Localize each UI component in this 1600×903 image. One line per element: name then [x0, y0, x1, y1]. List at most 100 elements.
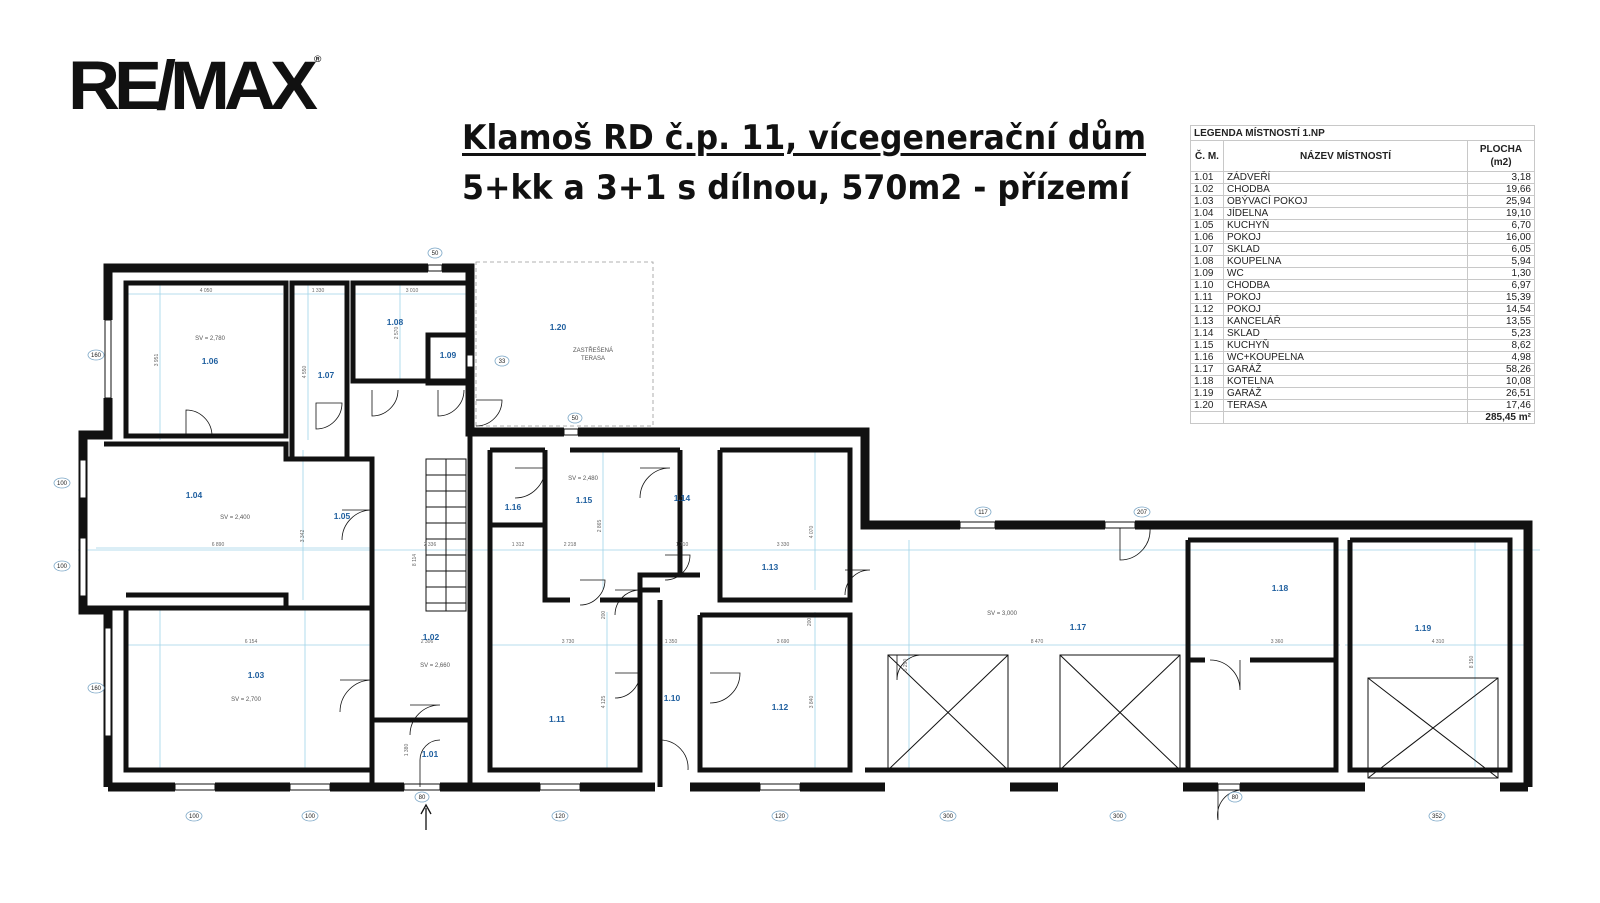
room-103-label: 1.03 — [248, 670, 265, 680]
window-bubble — [551, 810, 569, 822]
room-labels: SV = 2,780 1.06 1.07 1.08 1.09 1.20 ZAST… — [186, 317, 1432, 759]
window-label: 207 — [1137, 510, 1148, 516]
dimension-text: 6 154 — [245, 639, 258, 645]
dimension-text: 200 — [601, 611, 607, 620]
dimension-text: 4 050 — [200, 288, 213, 294]
room-117-height: SV = 3,000 — [987, 611, 1018, 617]
terrace-outline — [475, 261, 654, 427]
dimension-text: 2 336 — [424, 542, 437, 548]
dimension-text: 3 690 — [777, 639, 790, 645]
window-bubble — [1227, 791, 1243, 803]
room-116-label: 1.16 — [505, 502, 522, 512]
room-114-label: 1.14 — [674, 493, 691, 503]
window-label: 33 — [499, 359, 506, 365]
window-bubble — [494, 355, 510, 367]
window-label: 80 — [419, 795, 426, 801]
window-bubble — [53, 560, 71, 572]
room-legend-table: LEGENDA MÍSTNOSTÍ 1.NP Č. M. NÁZEV MÍSTN… — [1190, 125, 1535, 424]
window-bubble — [87, 682, 105, 694]
room-115-label: 1.15 — [576, 495, 593, 505]
room-109-label: 1.09 — [440, 350, 457, 360]
room-101-label: 1.01 — [422, 749, 439, 759]
window-bubble — [185, 810, 203, 822]
dimension-text: 3 840 — [809, 696, 815, 709]
room-119-label: 1.19 — [1415, 623, 1432, 633]
doors — [185, 389, 1244, 821]
logo-text: RE/MAX — [68, 48, 318, 124]
room-118-label: 1.18 — [1272, 583, 1289, 593]
room-102-height: SV = 2,660 — [420, 663, 451, 669]
room-113-label: 1.13 — [762, 562, 779, 572]
room-108-label: 1.08 — [387, 317, 404, 327]
window-bubble — [414, 791, 430, 803]
dimension-text: 3 342 — [300, 530, 306, 543]
dimension-text: 2 218 — [564, 542, 577, 548]
window-label: 50 — [572, 416, 579, 422]
dimension-text: 2 570 — [394, 327, 400, 340]
garage-doors — [887, 654, 1499, 779]
dimension-text: 1 350 — [665, 639, 678, 645]
room-104-label: 1.04 — [186, 490, 203, 500]
dimension-text: 2 306 — [421, 639, 434, 645]
dimension-texts: 4 050 1 330 3 010 3 951 4 550 2 570 6 89… — [154, 288, 1475, 756]
window-bubble — [939, 810, 957, 822]
dimension-text: 3 730 — [562, 639, 575, 645]
window-label: 50 — [432, 251, 439, 257]
exterior-walls — [78, 263, 1533, 792]
room-120-note-2: TERASA — [581, 356, 605, 362]
room-106-height: SV = 2,780 — [195, 336, 226, 342]
window-label: 160 — [91, 353, 102, 359]
dimension-text: 3 360 — [1271, 639, 1284, 645]
room-105-label: 1.05 — [334, 511, 351, 521]
window-label: 100 — [57, 564, 68, 570]
room-115-height: SV = 2,480 — [568, 476, 599, 482]
room-117-label: 1.17 — [1070, 622, 1087, 632]
window-label: 120 — [775, 814, 786, 820]
window-bubble — [87, 349, 105, 361]
window-label: 117 — [978, 510, 988, 516]
room-111-label: 1.11 — [549, 714, 565, 724]
window-label: 100 — [305, 814, 316, 820]
window-label: 120 — [555, 814, 566, 820]
room-104-height: SV = 2,400 — [220, 515, 251, 521]
window-label: 300 — [1113, 814, 1124, 820]
dimension-text: 6 890 — [212, 542, 225, 548]
dimension-text: 1 710 — [676, 542, 689, 548]
room-107-label: 1.07 — [318, 370, 335, 380]
window-label: 160 — [91, 686, 102, 692]
dimension-text: 8 114 — [412, 554, 418, 566]
dimension-text: 1 380 — [404, 744, 410, 757]
window-bubble — [301, 810, 319, 822]
dimension-text: 8 470 — [1031, 639, 1044, 645]
dimension-text: 4 550 — [302, 366, 308, 379]
dimension-text: 3 330 — [777, 542, 790, 548]
window-label: 100 — [189, 814, 200, 820]
window-bubble — [53, 477, 71, 489]
dimension-text: 1 330 — [312, 288, 325, 294]
remax-logo: RE/MAX® — [68, 52, 321, 120]
dimension-text: 4 310 — [1432, 639, 1445, 645]
window-label: 100 — [57, 481, 68, 487]
interior-walls — [104, 280, 1513, 787]
legend-total: 285,45 m² — [1467, 411, 1535, 424]
room-103-height: SV = 2,700 — [231, 697, 262, 703]
dimension-text: 4 070 — [809, 526, 815, 539]
window-label: 300 — [943, 814, 954, 820]
window-bubble — [1428, 810, 1446, 822]
dimension-text: 4 125 — [601, 696, 607, 709]
staircase — [425, 458, 467, 612]
windows — [79, 264, 1241, 791]
window-bubble — [1133, 506, 1151, 518]
window-label: 352 — [1432, 814, 1443, 820]
window-bubble — [771, 810, 789, 822]
window-bubble — [974, 506, 992, 518]
